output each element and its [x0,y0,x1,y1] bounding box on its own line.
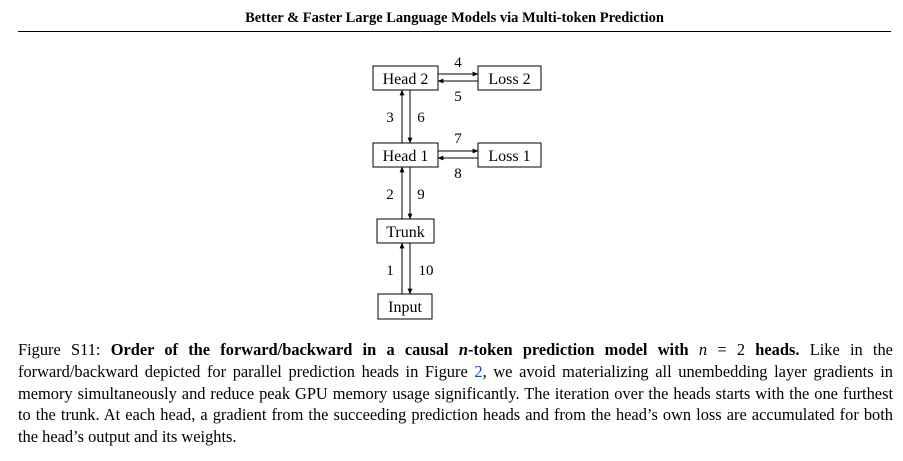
head1-box [372,142,439,168]
head2-label: Head 2 [383,71,429,88]
figure-caption: Figure S11: Order of the forward/backwar… [18,339,893,448]
input-box [377,293,433,320]
step-label-9: 9 [417,187,425,203]
caption-text-1: Like in the forward/backward depicted fo… [18,340,893,381]
step-label-5: 5 [454,89,462,105]
paper-title: Better & Faster Large Language Models vi… [245,10,664,26]
step-label-6: 6 [417,110,425,126]
running-header: Better & Faster Large Language Models vi… [18,8,891,28]
step-label-2: 2 [386,187,394,203]
step-label-7: 7 [454,131,462,147]
loss2-label: Loss 2 [488,71,530,88]
trunk-label: Trunk [386,224,425,241]
figure-2-link[interactable]: 2 [474,361,483,381]
step-label-4: 4 [454,55,462,71]
order-diagram: Head 2 Loss 2 Head 1 Loss 1 Trunk Input … [372,55,542,320]
step-label-8: 8 [454,166,462,182]
header-rule [18,31,891,32]
head1-label: Head 1 [383,148,429,165]
step-label-10: 10 [419,263,434,279]
input-label: Input [388,299,422,316]
loss2-box [477,65,542,91]
caption-bold-title: Order of the forward/backward in a causa… [110,340,800,359]
step-label-3: 3 [386,110,394,126]
caption-label: Figure S11: [18,340,101,359]
caption-text-2: , we avoid materializing all unembedding… [18,361,893,447]
trunk-box [376,218,435,244]
step-label-1: 1 [386,263,394,279]
head2-box [372,65,439,91]
loss1-label: Loss 1 [488,148,530,165]
loss1-box [477,142,542,168]
